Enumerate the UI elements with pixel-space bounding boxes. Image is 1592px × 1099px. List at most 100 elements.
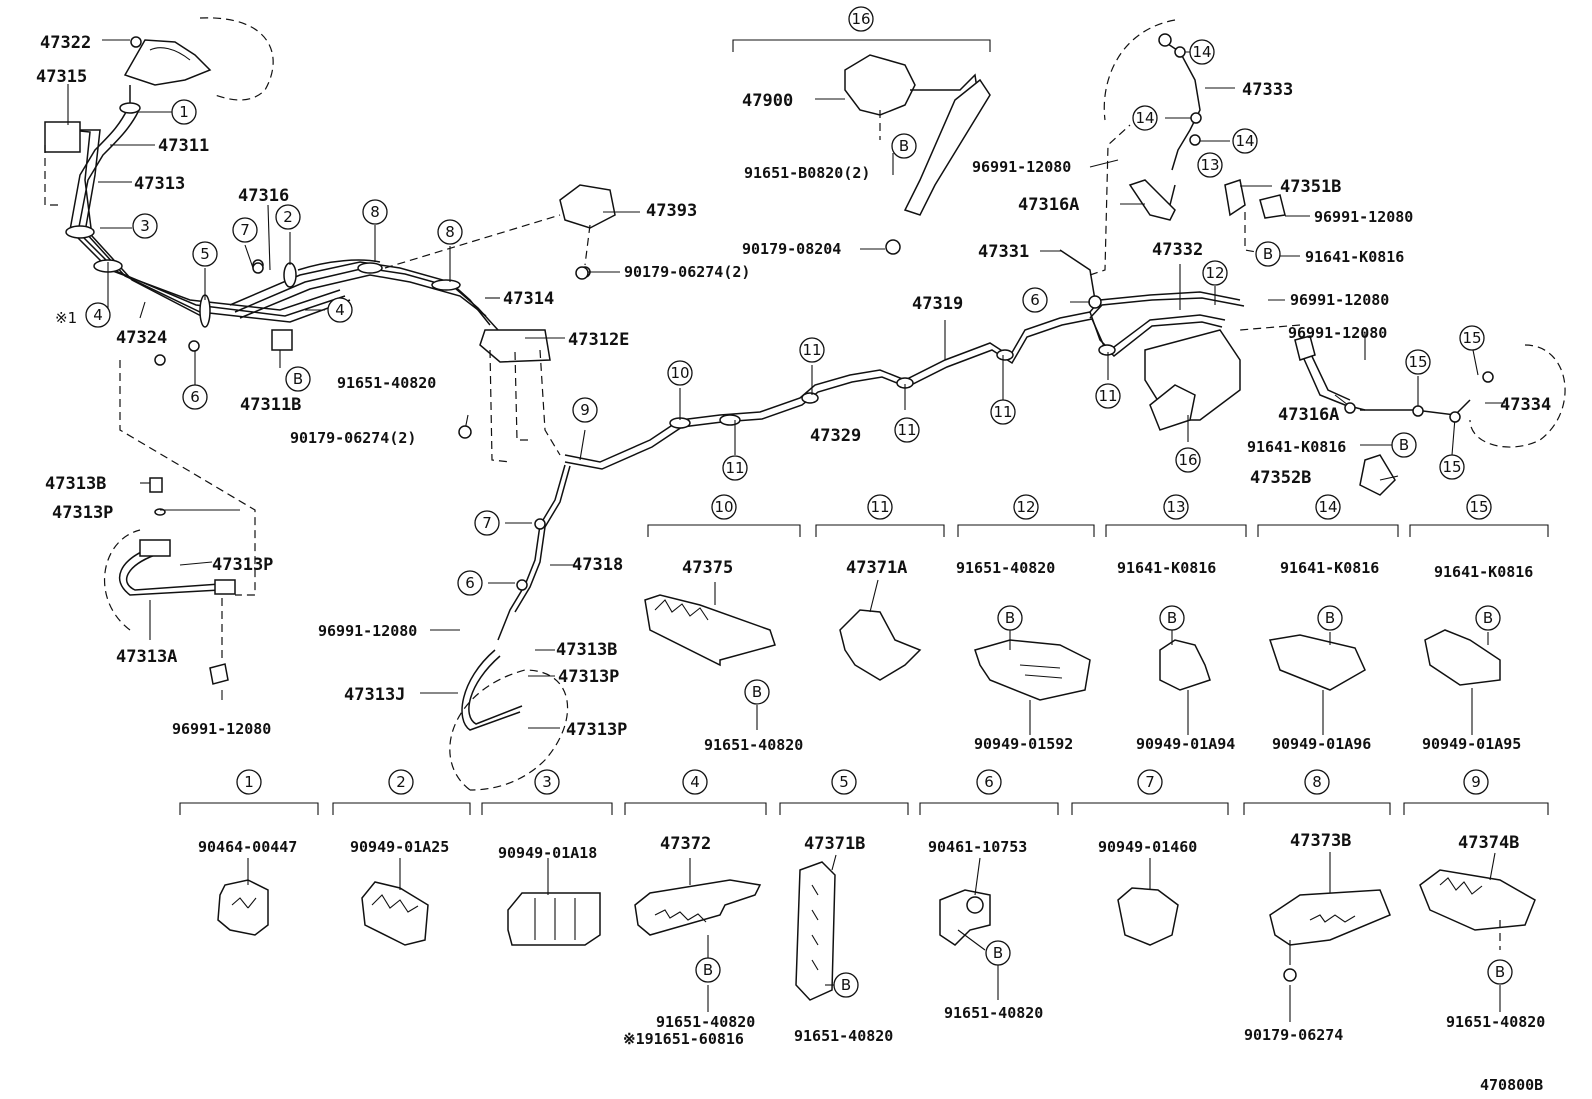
callout-5: 5 — [192, 241, 218, 267]
callout-9: 9 — [572, 397, 598, 423]
label-47313P-2: 47313P — [212, 555, 273, 575]
label-91651-40820-c: 91651-40820 — [956, 559, 1055, 577]
svg-text:6: 6 — [1030, 291, 1040, 309]
label-90949-01A25: 90949-01A25 — [350, 838, 449, 856]
callout-15-c: 15 — [1439, 454, 1465, 480]
group-11-heading: 11 — [867, 494, 893, 520]
label-91651-40820-e: 91651-40820 — [794, 1027, 893, 1045]
label-47333: 47333 — [1242, 80, 1293, 100]
part-number-labels: 47322 47315 47311 47313 47316 47324 4731… — [36, 33, 1551, 1094]
label-91641-K0816-c: 91641-K0816 — [1117, 559, 1216, 577]
svg-text:B: B — [899, 137, 909, 155]
svg-text:10: 10 — [670, 364, 689, 382]
svg-text:B: B — [841, 976, 851, 994]
label-91641-K0816-b: 91641-K0816 — [1247, 438, 1346, 456]
callout-circles: 1 3 4 5 7 2 4 6 8 8 9 10 11 11 11 11 11 … — [85, 6, 1513, 998]
svg-text:15: 15 — [1442, 458, 1461, 476]
bolt-marker-b: B — [833, 972, 859, 998]
svg-text:8: 8 — [445, 223, 455, 241]
group-10-heading: 10 — [711, 494, 737, 520]
bolt-marker-b: B — [985, 940, 1011, 966]
label-47351B: 47351B — [1280, 177, 1341, 197]
svg-text:B: B — [1167, 609, 1177, 627]
label-90949-01460: 90949-01460 — [1098, 838, 1197, 856]
label-90179-06274-2-b: 90179-06274(2) — [624, 263, 750, 281]
bolt-marker-b: B — [1487, 959, 1513, 985]
bolt-marker-b: B — [285, 366, 311, 392]
svg-text:5: 5 — [200, 245, 210, 263]
bolt-marker-b: B — [997, 605, 1023, 631]
label-47316A-top: 47316A — [1018, 195, 1079, 215]
label-47371B: 47371B — [804, 834, 865, 854]
callout-1: 1 — [171, 99, 197, 125]
label-91651-60816: ※191651-60816 — [623, 1030, 744, 1048]
group-9-heading: 9 — [1463, 769, 1489, 795]
svg-text:12: 12 — [1205, 264, 1224, 282]
svg-text:3: 3 — [140, 217, 150, 235]
proportioning-valve — [844, 54, 991, 255]
svg-text:B: B — [1399, 436, 1409, 454]
label-90179-08204: 90179-08204 — [742, 240, 841, 258]
label-96991-12080-c: 96991-12080 — [1290, 291, 1389, 309]
svg-text:7: 7 — [482, 514, 492, 532]
svg-text:1: 1 — [244, 773, 254, 791]
label-47324: 47324 — [116, 328, 167, 348]
svg-text:B: B — [293, 370, 303, 388]
svg-text:14: 14 — [1235, 132, 1254, 150]
label-47311: 47311 — [158, 136, 209, 156]
svg-text:11: 11 — [802, 341, 821, 359]
label-96991-12080-b: 96991-12080 — [1314, 208, 1413, 226]
group-15-heading: 15 — [1466, 494, 1492, 520]
svg-text:4: 4 — [690, 773, 700, 791]
callout-11-b: 11 — [799, 337, 825, 363]
svg-text:11: 11 — [1098, 387, 1117, 405]
main-brake-lines — [229, 184, 616, 463]
label-47319: 47319 — [912, 294, 963, 314]
callout-10: 10 — [667, 360, 693, 386]
clip-drawings-row3 — [217, 861, 1536, 1001]
svg-text:B: B — [1005, 609, 1015, 627]
detail-brackets-row2 — [179, 39, 1549, 815]
label-90949-01592: 90949-01592 — [974, 735, 1073, 753]
leader-lines — [67, 39, 1505, 1022]
svg-text:2: 2 — [396, 773, 406, 791]
group-13-heading: 13 — [1163, 494, 1189, 520]
svg-text:3: 3 — [542, 773, 552, 791]
svg-text:14: 14 — [1192, 43, 1211, 61]
master-cylinder-area — [44, 17, 351, 328]
label-47313P: 47313P — [52, 503, 113, 523]
bolt-marker-b: B — [1475, 605, 1501, 631]
label-47316A-right: 47316A — [1278, 405, 1339, 425]
svg-text:11: 11 — [897, 421, 916, 439]
label-47373B: 47373B — [1290, 831, 1351, 851]
callout-15-b: 15 — [1405, 349, 1431, 375]
label-47371A: 47371A — [846, 558, 907, 578]
rear-brake-line — [564, 291, 1245, 470]
callout-11-e: 11 — [1095, 383, 1121, 409]
label-91641-K0816-a: 91641-K0816 — [1305, 248, 1404, 266]
label-91651-40820-a: 91651-40820 — [337, 374, 436, 392]
label-90461-10753: 90461-10753 — [928, 838, 1027, 856]
svg-text:11: 11 — [870, 498, 889, 516]
label-47316: 47316 — [238, 186, 289, 206]
label-47313: 47313 — [134, 174, 185, 194]
callout-11-c: 11 — [894, 417, 920, 443]
label-47313A: 47313A — [116, 647, 177, 667]
svg-text:B: B — [1495, 963, 1505, 981]
label-91641-K0816-e: 91641-K0816 — [1434, 563, 1533, 581]
label-91651-40820-b: 91651-40820 — [704, 736, 803, 754]
svg-text:16: 16 — [851, 10, 870, 28]
callout-6-c: 6 — [457, 570, 483, 596]
callout-12: 12 — [1202, 260, 1228, 286]
label-91651-40820-d: 91651-40820 — [656, 1013, 755, 1031]
svg-text:14: 14 — [1135, 109, 1154, 127]
label-96991-12080-a: 96991-12080 — [972, 158, 1071, 176]
svg-text:6: 6 — [190, 388, 200, 406]
callout-15-a: 15 — [1459, 325, 1485, 351]
drawing-number: 470800B — [1480, 1076, 1543, 1094]
clip-drawings-row2 — [644, 594, 1501, 701]
callout-7: 7 — [232, 217, 258, 243]
label-47315: 47315 — [36, 67, 87, 87]
svg-text:9: 9 — [1471, 773, 1481, 791]
